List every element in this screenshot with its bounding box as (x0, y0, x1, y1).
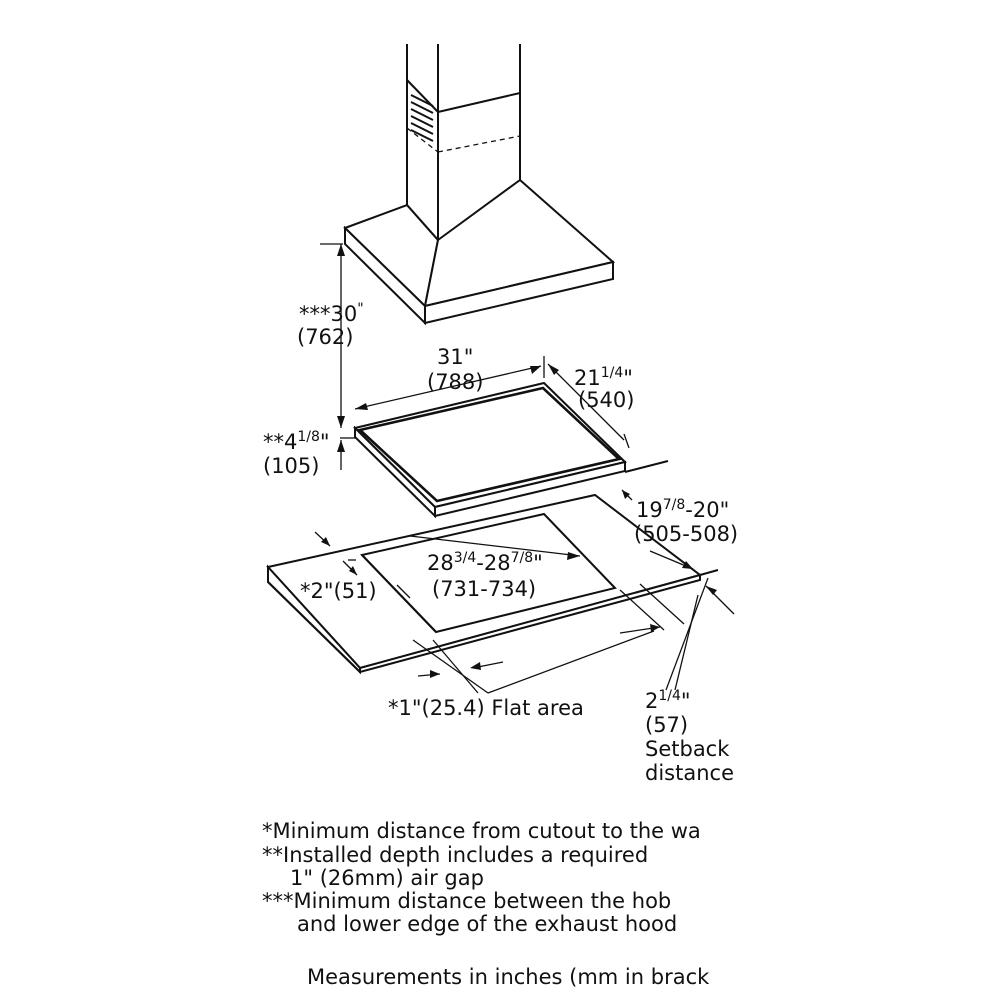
note-hood-edge: and lower edge of the exhaust hood (297, 912, 677, 936)
setback-text-2: distance (645, 761, 734, 785)
min-wall-distance-label: *2"(51) (300, 579, 377, 603)
setback-label: 21/4" (645, 688, 691, 713)
hood-height-label: ***30" (299, 301, 364, 326)
note-installed-depth: **Installed depth includes a required (262, 843, 648, 867)
cutout-depth-mm: (505-508) (634, 522, 738, 546)
cutout-depth-label: 197/8-20" (636, 497, 729, 522)
exhaust-hood (343, 44, 616, 326)
install-depth-mm: (105) (263, 454, 319, 478)
setback-mm: (57) (645, 713, 688, 737)
cutout-width-mm: (731-734) (432, 577, 536, 601)
depth-label: 211/4" (574, 365, 633, 390)
measurements-footer: Measurements in inches (mm in brack (307, 965, 710, 989)
countertop (266, 493, 719, 675)
cooktop-hob (353, 381, 628, 519)
width-label: 31" (437, 345, 473, 369)
worktop-back-edge (624, 460, 669, 473)
note-hob-hood-distance: ***Minimum distance between the hob (262, 889, 671, 913)
note-min-distance: *Minimum distance from cutout to the wa (262, 819, 701, 843)
footnotes: *Minimum distance from cutout to the wa … (262, 819, 710, 989)
dimension-labels: ***30" (762) 31" (788) 211/4" (540) **41… (263, 301, 738, 785)
depth-mm: (540) (578, 388, 634, 412)
hood-height-mm: (762) (297, 325, 353, 349)
dimension-lines (314, 243, 735, 694)
note-air-gap: 1" (26mm) air gap (290, 866, 484, 890)
cutout-width-label: 283/4-287/8" (427, 550, 543, 575)
install-depth-label: **41/8" (263, 429, 330, 454)
flat-area-label: *1"(25.4) Flat area (388, 696, 584, 720)
width-mm: (788) (427, 370, 483, 394)
setback-text-1: Setback (645, 737, 730, 761)
vent-slots (410, 94, 434, 142)
